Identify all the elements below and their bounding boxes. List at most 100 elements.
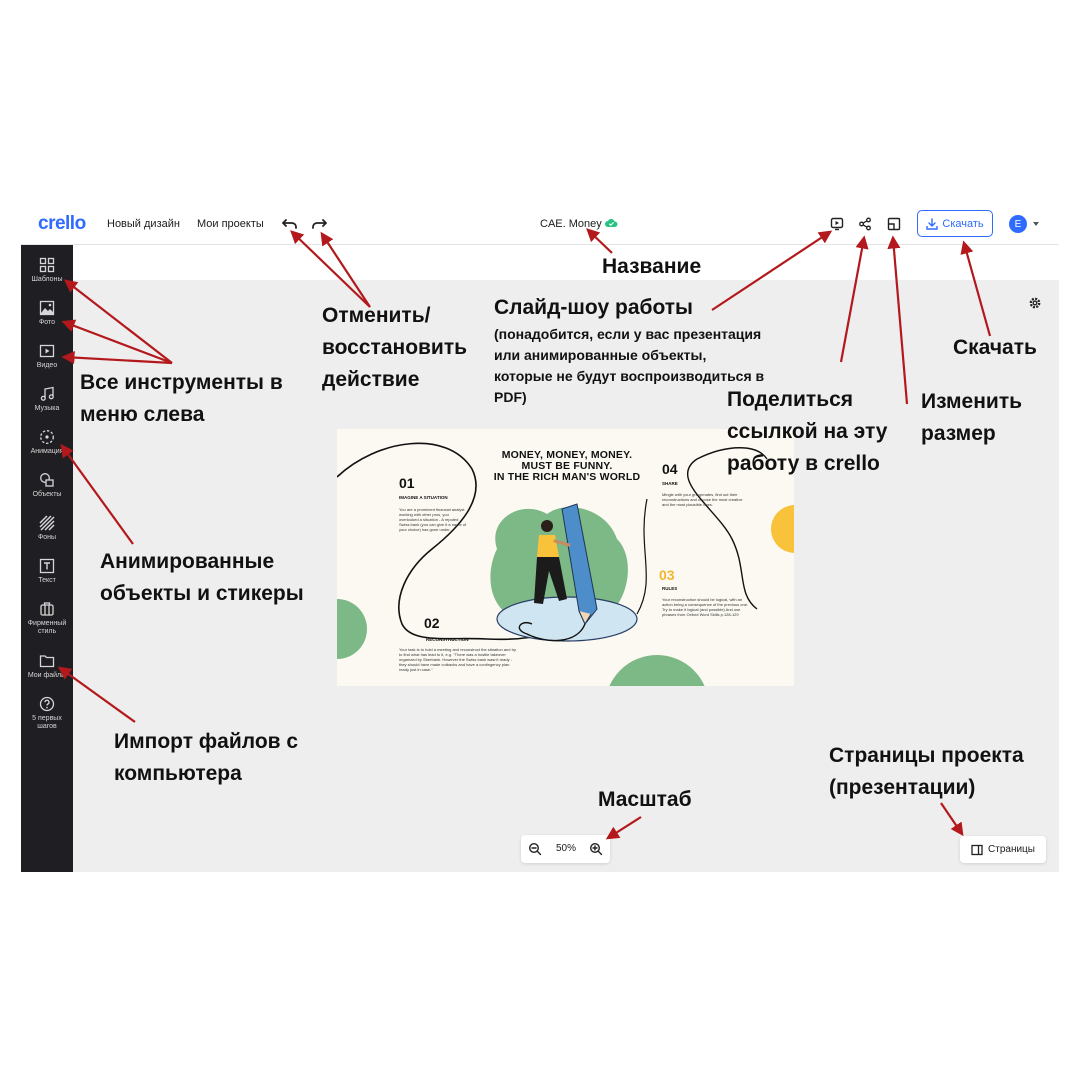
slideshow-button[interactable] bbox=[827, 214, 847, 234]
section-label: IMAGINE A SITUATION bbox=[399, 495, 448, 500]
resize-icon bbox=[887, 217, 901, 231]
sidebar-item-label: 5 первых шагов bbox=[32, 715, 62, 730]
sidebar-item-first-steps[interactable]: 5 первых шагов bbox=[21, 696, 73, 731]
document-title[interactable]: CAE. Money bbox=[540, 218, 602, 230]
section-label: RECONSTRUCTION bbox=[426, 637, 469, 642]
annotation-line: Отменить/ bbox=[322, 304, 431, 327]
gear-icon[interactable] bbox=[1028, 296, 1042, 310]
annotation-line: Страницы проекта bbox=[829, 744, 1024, 767]
annotation-line: размер bbox=[921, 422, 996, 445]
crello-logo[interactable]: crello bbox=[38, 213, 86, 234]
zoom-out-icon[interactable] bbox=[528, 842, 542, 856]
section-number: 01 bbox=[399, 475, 415, 491]
section-text: Mingle with your groupmates, find out th… bbox=[662, 492, 743, 507]
zoom-level[interactable]: 50% bbox=[555, 843, 576, 854]
annotation-line: объекты и стикеры bbox=[100, 582, 304, 605]
sidebar-item-backgrounds[interactable]: Фоны bbox=[21, 515, 73, 541]
annotation-download: Скачать bbox=[953, 336, 1037, 359]
sidebar-item-label: Видео bbox=[36, 362, 58, 369]
share-icon bbox=[859, 217, 871, 231]
annotation-line: компьютера bbox=[114, 762, 242, 785]
section-number: 04 bbox=[662, 461, 678, 477]
annotation-line: ссылкой на эту bbox=[727, 420, 888, 443]
section-label: SHARE bbox=[662, 481, 678, 486]
animation-icon bbox=[40, 430, 54, 444]
section-text: Your reconstruction should be logical, w… bbox=[662, 597, 749, 617]
resize-button[interactable] bbox=[884, 214, 904, 234]
download-icon bbox=[926, 217, 939, 230]
cloud-saved-icon bbox=[605, 219, 618, 227]
sidebar-item-label: Фото bbox=[38, 319, 56, 326]
download-label: Скачать bbox=[942, 217, 984, 230]
backgrounds-icon bbox=[39, 515, 55, 531]
slide-illustration bbox=[337, 442, 794, 686]
sidebar-item-objects[interactable]: Объекты bbox=[21, 472, 73, 498]
annotation-line: восстановить bbox=[322, 336, 468, 359]
sidebar-item-label: Мои файлы bbox=[27, 672, 67, 679]
annotation-line: или анимированные объекты, bbox=[494, 347, 707, 363]
redo-button[interactable] bbox=[309, 214, 329, 234]
left-sidebar: Шаблоны Фото Видео Музыка bbox=[21, 245, 73, 872]
annotation-line: меню слева bbox=[80, 403, 205, 426]
sidebar-item-label: Фирменный стиль bbox=[27, 620, 67, 635]
slideshow-icon bbox=[830, 217, 844, 231]
annotation-line: Поделиться bbox=[727, 388, 854, 411]
music-icon bbox=[40, 386, 54, 401]
annotation-zoom: Масштаб bbox=[598, 788, 692, 811]
slide-headline: MONEY, MONEY, MONEY. MUST BE FUNNY. IN T… bbox=[479, 450, 655, 483]
templates-icon bbox=[39, 257, 55, 273]
pages-label: Страницы bbox=[988, 844, 1035, 855]
annotation-undo-redo: Отменить/ восстановить действие bbox=[322, 300, 467, 396]
top-bar: crello Новый дизайн Мои проекты CAE. Mon… bbox=[21, 205, 1059, 245]
sidebar-item-label: Музыка bbox=[34, 405, 60, 412]
sidebar-item-text[interactable]: Текст bbox=[21, 558, 73, 584]
folder-icon bbox=[39, 655, 55, 668]
sidebar-item-templates[interactable]: Шаблоны bbox=[21, 257, 73, 283]
headline-line: MONEY, MONEY, MONEY. bbox=[501, 449, 633, 461]
chevron-down-icon[interactable] bbox=[1033, 222, 1039, 226]
annotation-line: которые не будут воспроизводиться в bbox=[494, 368, 765, 384]
my-projects-link[interactable]: Мои проекты bbox=[197, 218, 264, 230]
sidebar-item-photo[interactable]: Фото bbox=[21, 300, 73, 326]
undo-button[interactable] bbox=[280, 214, 300, 234]
new-design-link[interactable]: Новый дизайн bbox=[107, 218, 180, 230]
sidebar-item-animation[interactable]: Анимация bbox=[21, 429, 73, 455]
sidebar-item-music[interactable]: Музыка bbox=[21, 386, 73, 412]
section-number: 02 bbox=[424, 615, 440, 631]
video-icon bbox=[39, 344, 55, 358]
share-button[interactable] bbox=[855, 214, 875, 234]
sidebar-item-label: Шаблоны bbox=[31, 276, 63, 283]
sidebar-item-label: Анимация bbox=[30, 448, 64, 455]
text-icon bbox=[39, 558, 55, 574]
annotation-pages: Страницы проекта (презентации) bbox=[829, 740, 1024, 804]
avatar[interactable]: E bbox=[1009, 215, 1027, 233]
section-label: RULES bbox=[662, 586, 678, 591]
sidebar-item-label: Фоны bbox=[37, 534, 57, 541]
objects-icon bbox=[40, 473, 54, 487]
crello-editor: crello Новый дизайн Мои проекты CAE. Mon… bbox=[21, 205, 1059, 872]
annotation-line: (презентации) bbox=[829, 776, 976, 799]
annotation-line: Импорт файлов с bbox=[114, 730, 299, 753]
brand-kit-icon bbox=[40, 602, 54, 616]
sidebar-item-my-files[interactable]: Мои файлы bbox=[21, 653, 73, 679]
headline-line: MUST BE FUNNY. bbox=[521, 460, 613, 472]
sidebar-item-brand-kit[interactable]: Фирменный стиль bbox=[21, 601, 73, 636]
undo-icon bbox=[282, 219, 297, 229]
slide-canvas[interactable]: MONEY, MONEY, MONEY. MUST BE FUNNY. IN T… bbox=[337, 429, 794, 686]
annotation-line: работу в crello bbox=[727, 452, 880, 475]
zoom-control: 50% bbox=[521, 835, 610, 863]
annotation-tools: Все инструменты в меню слева bbox=[80, 367, 283, 431]
section-text: Your task is to hold a meeting and recon… bbox=[399, 647, 517, 672]
redo-icon bbox=[312, 219, 327, 229]
annotation-resize: Изменить размер bbox=[921, 386, 1022, 450]
annotation-share: Поделиться ссылкой на эту работу в crell… bbox=[727, 384, 887, 480]
zoom-in-icon[interactable] bbox=[589, 842, 603, 856]
headline-line: IN THE RICH MAN'S WORLD bbox=[493, 471, 641, 483]
sidebar-item-video[interactable]: Видео bbox=[21, 343, 73, 369]
annotation-animated: Анимированные объекты и стикеры bbox=[100, 546, 304, 610]
annotation-import: Импорт файлов с компьютера bbox=[114, 726, 298, 790]
pages-button[interactable]: Страницы bbox=[960, 836, 1046, 863]
download-button[interactable]: Скачать bbox=[917, 210, 993, 237]
help-icon bbox=[39, 696, 55, 712]
annotation-title: Название bbox=[602, 255, 702, 278]
